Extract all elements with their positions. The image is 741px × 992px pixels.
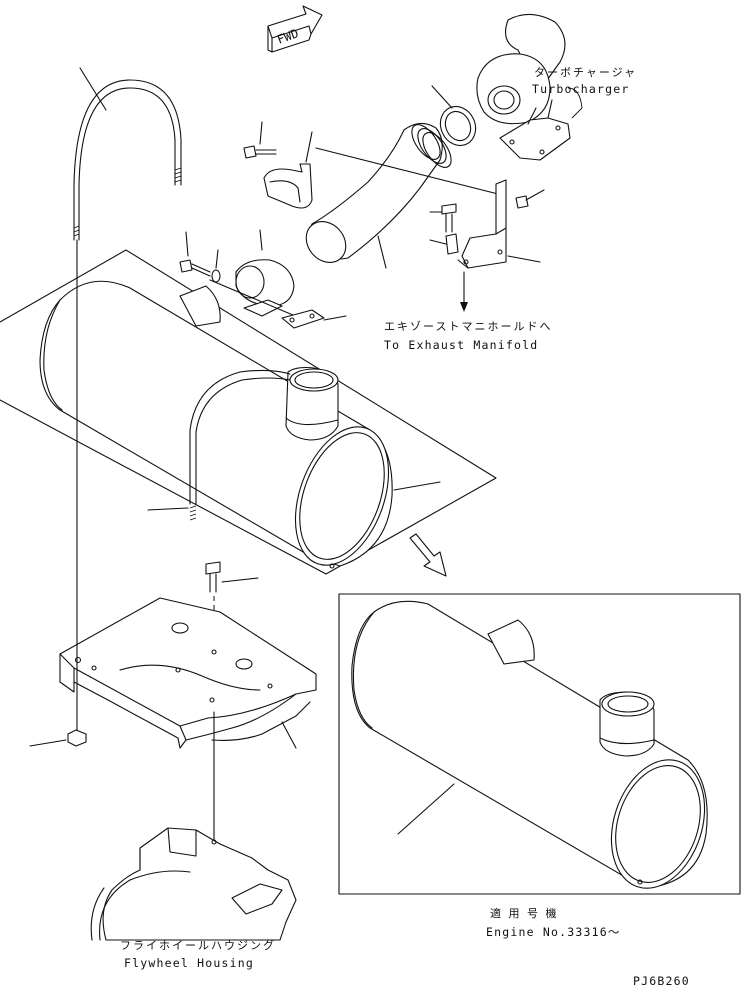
flywheel-label-jp: フライホイールハウジング: [120, 938, 276, 952]
u-bolt-lower: [147, 369, 291, 521]
bolt-upper: [243, 121, 277, 159]
exhaust-manifold-label-en: To Exhaust Manifold: [384, 338, 538, 352]
turbocharger: [476, 13, 583, 161]
detail-arrow-icon: [409, 533, 447, 577]
pipe-clamp-bracket: [263, 131, 313, 209]
forward-arrow-icon: FWD: [267, 5, 323, 53]
exhaust-manifold-label-jp: エキゾーストマニホールドへ: [384, 320, 552, 333]
detail-inset: [338, 593, 741, 895]
fwd-label: FWD: [275, 26, 300, 47]
clamp-plate: [281, 309, 347, 329]
applicable-label-jp: 適 用 号 機: [490, 906, 559, 920]
washer: [211, 249, 221, 283]
muffler-assembly-plane: [0, 249, 497, 575]
to-manifold-arrow-icon: [460, 271, 468, 312]
muffler-main: [39, 280, 441, 569]
turbocharger-label-jp: ターボチャージャ: [534, 66, 637, 79]
mounting-bolt: [205, 561, 259, 593]
spacer: [429, 233, 459, 255]
gasket: [431, 85, 477, 147]
bolt-bracket: [429, 203, 457, 233]
nut-right: [515, 189, 545, 209]
turbocharger-label-en: Turbocharger: [532, 82, 629, 96]
bolt-clamp: [179, 231, 211, 277]
manifold-bracket: [457, 179, 541, 269]
drawing-code: PJ6B260: [633, 974, 690, 988]
muffler-mount-bracket: [59, 597, 317, 749]
flywheel-housing: [90, 827, 297, 941]
flywheel-label-en: Flywheel Housing: [124, 956, 254, 970]
u-bolt-upper: [73, 67, 182, 241]
flange-nut: [29, 729, 87, 747]
band-clamp: [235, 229, 295, 317]
engine-number-label: Engine No.33316〜: [486, 925, 621, 939]
exhaust-pipe: [305, 122, 452, 269]
